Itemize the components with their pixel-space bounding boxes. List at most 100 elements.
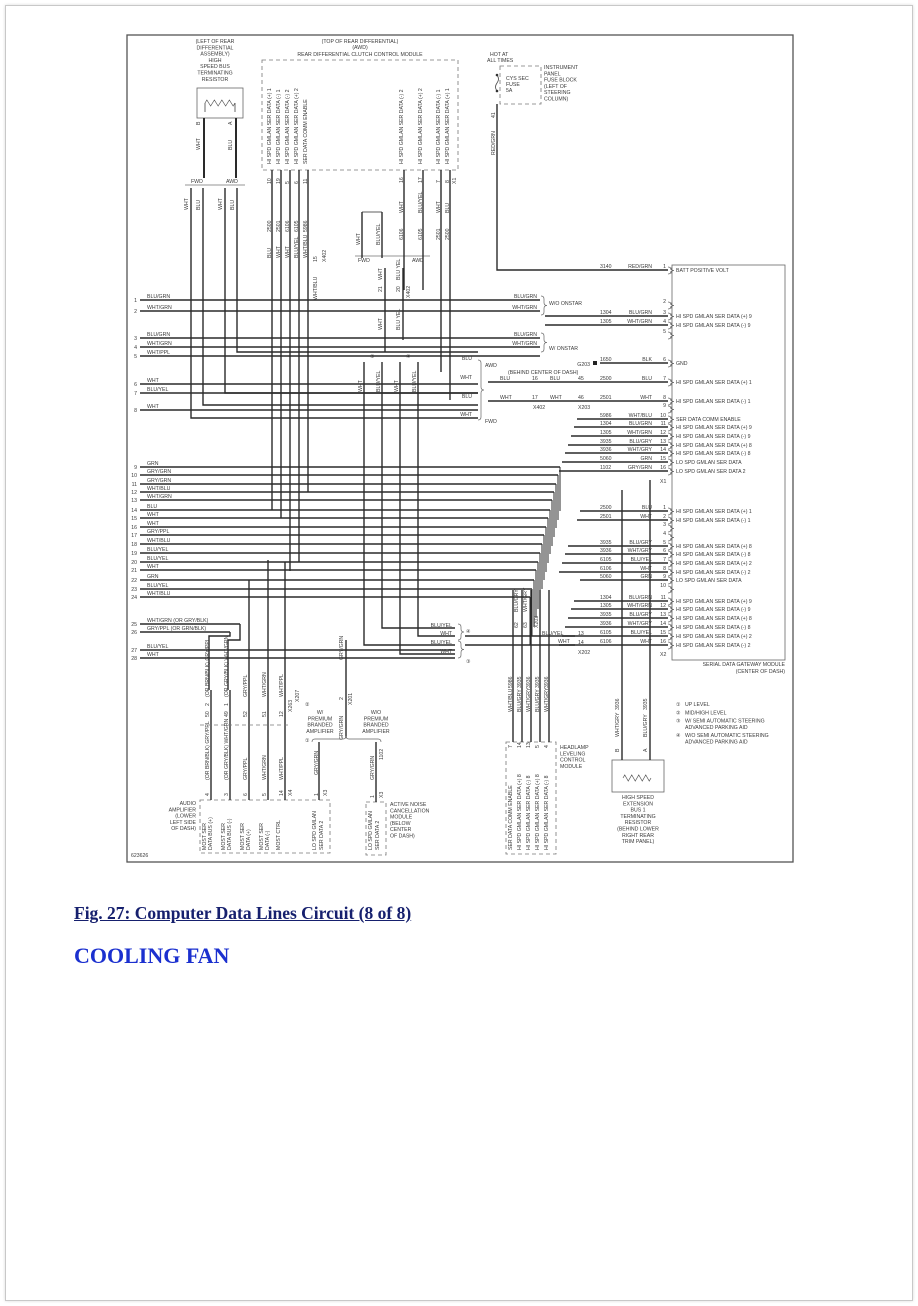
connector-label: X203 — [534, 616, 540, 628]
connector-pin: 15 — [131, 516, 137, 522]
gateway-pin-function: HI SPD GMLAN SER DATA (-) 8 — [676, 625, 751, 631]
ground-label: G203 — [577, 362, 590, 368]
circuit-number: 6106 — [399, 228, 405, 240]
wire-color-label: WHT/BLU — [147, 538, 171, 544]
headlamp-pin-function: HI SPD GMLAN SER DATA (+) 8 — [535, 774, 541, 850]
wire-color-label: BLU/GRN — [514, 294, 537, 300]
connector-brace — [667, 301, 675, 310]
audio-pin-function: DATA (-) — [265, 830, 271, 850]
wire — [227, 624, 241, 690]
wire-color-label: BLU/GRY — [629, 439, 652, 445]
wire-color-label: GRY/GRN — [339, 636, 345, 660]
wire-color-label: RED/GRN — [628, 264, 652, 270]
awd-label: AWD — [485, 363, 497, 369]
circuit-number: 2501 — [600, 395, 612, 401]
wire-color-label: (OR GRY/BLK) WHT/GRN — [224, 635, 230, 697]
wire-color-label: WHT — [218, 197, 224, 210]
wire-color-label: BLU/YEL — [147, 387, 168, 393]
rear-resistor-label: SPEED BUS — [200, 64, 230, 70]
wire-color-label: WHT — [558, 639, 571, 645]
wire-color-label: WHT/GRN — [512, 305, 537, 311]
rdccm-pin-function: HI SPD GMLAN SER DATA (+) 1 — [445, 88, 451, 164]
rear-resistor-label: HIGH — [209, 58, 222, 64]
fwd-label: FWD — [191, 179, 203, 185]
wire-color-label: WHT/GRY — [544, 687, 550, 712]
wire-color-label: BLU/YEL — [147, 547, 168, 553]
headlamp-module-name: HEADLAMP — [560, 745, 589, 751]
wire-color-label: WHT/GRN — [262, 755, 268, 780]
onstar-brace — [540, 295, 548, 316]
option-brace — [457, 640, 465, 659]
wire-color-label: GRY/PPL — [243, 674, 249, 697]
audio-pin-function: DATA (+) — [246, 829, 252, 850]
circuit-number: 3936 — [544, 676, 550, 688]
connector-pin: 1 — [224, 703, 230, 706]
fuse-label: 5A — [506, 88, 513, 94]
gateway-pin-number: 15 — [660, 630, 666, 636]
gateway-pin-number: 4 — [663, 319, 666, 325]
wire-color-label: WHT — [184, 197, 190, 210]
gateway-pin-number: 14 — [660, 621, 666, 627]
connector-pin: 1 — [370, 795, 376, 798]
ext-resistor-label: EXTENSION — [623, 801, 653, 807]
wire-color-label: WHT/GRN — [262, 672, 268, 697]
pin-label: A — [643, 748, 649, 752]
gateway-pin-number: 13 — [660, 439, 666, 445]
gateway-pin-number: 12 — [660, 603, 666, 609]
connector-pin: 4 — [134, 345, 137, 351]
splice-brace — [477, 359, 485, 421]
resistor-icon — [204, 99, 236, 107]
circuit-number: 3936 — [600, 621, 612, 627]
wire — [363, 362, 455, 646]
wire-color-label: BLU/YEL — [542, 631, 563, 637]
gateway-pin-number: 6 — [663, 548, 666, 554]
gateway-module-box — [671, 264, 786, 661]
rdccm-pin-number: 10 — [267, 178, 273, 184]
connector-pin: 28 — [131, 656, 137, 662]
connector-pin: 6 — [134, 382, 137, 388]
option-marker-3: ③ — [370, 354, 375, 360]
circuit-number: 2500 — [267, 220, 273, 232]
wire-color-label: WHT — [460, 375, 473, 381]
connector-brace — [667, 524, 675, 533]
wire-color-label: WHT/PPL — [279, 757, 285, 780]
rear-resistor-label: ASSEMBLY) — [200, 52, 230, 58]
wire-color-label: WHT/GRY — [526, 687, 532, 712]
fuse-block-label: (LEFT OF — [544, 84, 567, 90]
gateway-pin-number: 9 — [663, 403, 666, 409]
connector-brace — [667, 321, 675, 330]
circuit-number: 3936 — [600, 548, 612, 554]
wire-color-label: BLU — [642, 505, 652, 511]
connector-pin: 26 — [131, 630, 137, 636]
awd-label: AWD — [412, 258, 424, 264]
connector-pin: 23 — [131, 587, 137, 593]
wire-color-label: WHT — [460, 412, 473, 418]
connector-pin: 45 — [578, 376, 584, 382]
gateway-pin-function: HI SPD GMLAN SER DATA (-) 9 — [676, 434, 751, 440]
wire-color-label: BLU/GRN — [629, 421, 652, 427]
option-brace — [457, 623, 465, 641]
gateway-pin-function: HI SPD GMLAN SER DATA (+) 9 — [676, 599, 752, 605]
connector-pin: 8 — [134, 408, 137, 414]
audio-pin-function: MOST CTRL — [276, 820, 282, 850]
wire-color-label: WHT/GRN (OR GRY/BLK) — [147, 618, 209, 624]
circuit-number: 3935 — [600, 439, 612, 445]
wire-color-label: GRY/GRN — [628, 465, 652, 471]
connector-label: X3 — [379, 792, 385, 798]
wire-color-label: BLU — [230, 200, 236, 210]
connector-brace — [667, 441, 675, 450]
rdccm-pin-number: 6 — [294, 181, 300, 184]
headlamp-pin-function: HI SPD GMLAN SER DATA (-) 8 — [526, 775, 532, 850]
wire-color-label: WHT/BLU — [303, 234, 309, 258]
fuse-icon — [495, 74, 499, 92]
figure-caption[interactable]: Fig. 27: Computer Data Lines Circuit (8 … — [74, 903, 412, 923]
connector-pin: 2 — [205, 703, 211, 706]
gateway-pin-number: 8 — [663, 566, 666, 572]
wire-color-label: BLU — [228, 140, 234, 150]
wire — [399, 362, 455, 655]
circuit-number: 5986 — [508, 676, 514, 688]
gateway-pin-number: 7 — [663, 557, 666, 563]
wire-color-label: WHT/GRN — [147, 305, 172, 311]
wire-color-label: BLU/YEL — [376, 371, 382, 392]
gateway-pin-function: SER DATA COMM ENABLE — [676, 417, 741, 423]
